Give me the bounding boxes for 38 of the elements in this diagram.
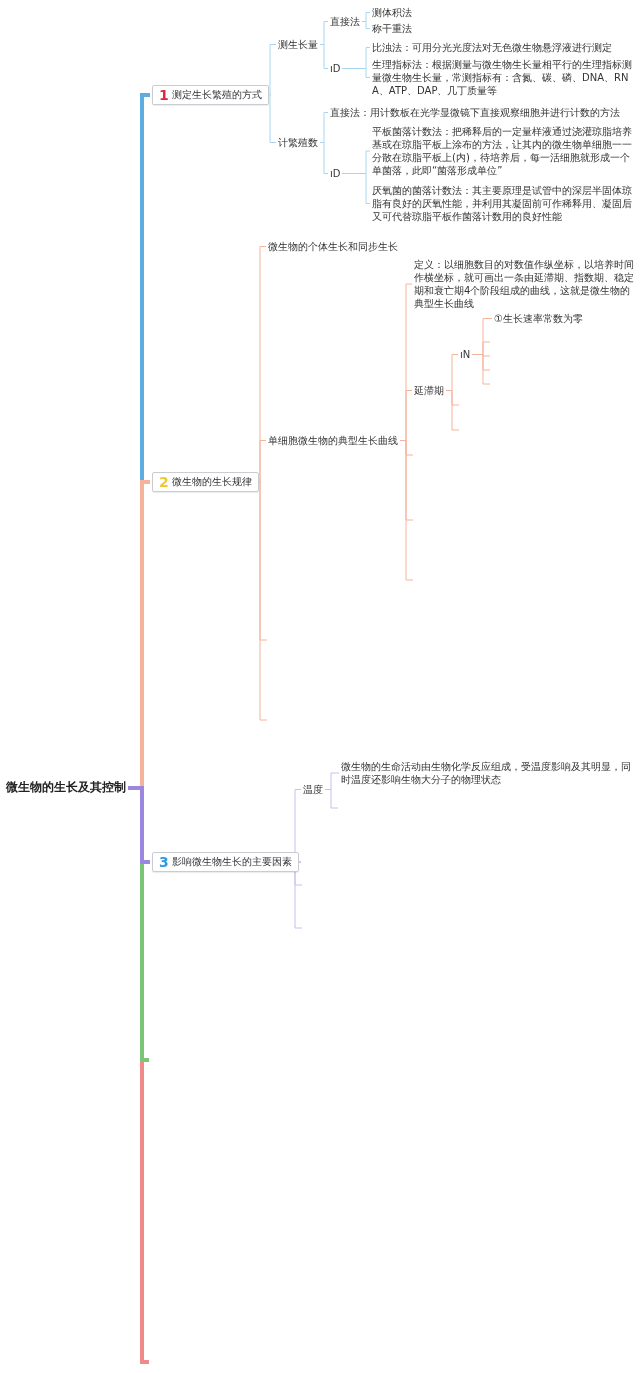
- connector-line: [399, 440, 414, 581]
- topic-box: [152, 472, 259, 492]
- branch-label: 微生物的生命活动由生物化学反应组成，受温度影响及其明显，同时温度还影响生物大分子的物理状态: [341, 760, 633, 786]
- branch-label: 测体积法: [372, 6, 412, 19]
- topic-title: 测定生长繁殖的方式: [171, 89, 262, 101]
- branch-label: 定义：以细胞数目的对数值作纵坐标，以培养时间作横坐标，就可画出一条由延滞期、指数期、稳定期和衰亡期4个阶段组成的曲线，这就是微生物的典型生长曲线: [414, 258, 634, 310]
- branch-label: 测生长量: [278, 38, 318, 51]
- connector-line: [471, 354, 491, 385]
- connector-line: [341, 68, 371, 78]
- connector-line: [128, 786, 150, 864]
- branch-label: 厌氧菌的菌落计数法：其主要原理是试管中的深层半固体琼脂有良好的厌氧性能，并利用其凝固前可作稀释用、凝固后又可代替琼脂平板作菌落计数用的良好性能: [372, 184, 634, 223]
- topic-number: 2: [159, 475, 169, 489]
- branch-label: ıN: [460, 348, 471, 361]
- branch-label: 计繁殖数: [278, 136, 318, 149]
- branch-label: ①生长速率常数为零: [494, 312, 583, 325]
- topic-title: 影响微生物生长的主要因素: [171, 856, 292, 868]
- branch-label: ıD: [330, 167, 341, 180]
- branch-label: 平板菌落计数法：把稀释后的一定量样液通过浇灌琼脂培养基或在琼脂平板上涂布的方法，让其内的微生物单细胞一一分散在琼脂平板上(内)，待培养后，每一活细胞就形成一个单菌落，此即“菌落形成单位”: [372, 125, 634, 177]
- topic-number: 3: [159, 855, 169, 869]
- connector-line: [259, 481, 268, 721]
- branch-label: ıD: [330, 62, 341, 75]
- connector-line: [269, 44, 277, 96]
- connector-line: [259, 440, 267, 483]
- branch-label: 称干重法: [372, 22, 412, 35]
- branch-label: 单细胞微生物的典型生长曲线: [268, 434, 398, 447]
- branch-label: 生理指标法：根据测量与微生物生长量相平行的生理指标测量微生物生长量，常测指标有：含氮、碳、磷、DNA、RNA、ATP、DAP、几丁质量等: [372, 58, 634, 97]
- connector-line: [269, 94, 277, 143]
- branch-label: 直接法：用计数板在光学显微镜下直接观察细胞并进行计数的方法: [330, 106, 634, 119]
- topic-title: 微生物的生长规律: [171, 476, 252, 488]
- branch-label: 延滞期: [414, 384, 444, 397]
- branch-label: 比浊法：可用分光光度法对无色微生物悬浮液进行测定: [372, 41, 612, 54]
- topic-box: [152, 852, 299, 872]
- branch-label: 直接法: [330, 15, 360, 28]
- branch-label: 温度: [303, 783, 323, 796]
- branch-label: 微生物的个体生长和同步生长: [268, 240, 398, 253]
- topic-number: 1: [159, 88, 169, 102]
- topic-box: [152, 85, 269, 105]
- central-topic: 微生物的生长及其控制: [6, 780, 126, 796]
